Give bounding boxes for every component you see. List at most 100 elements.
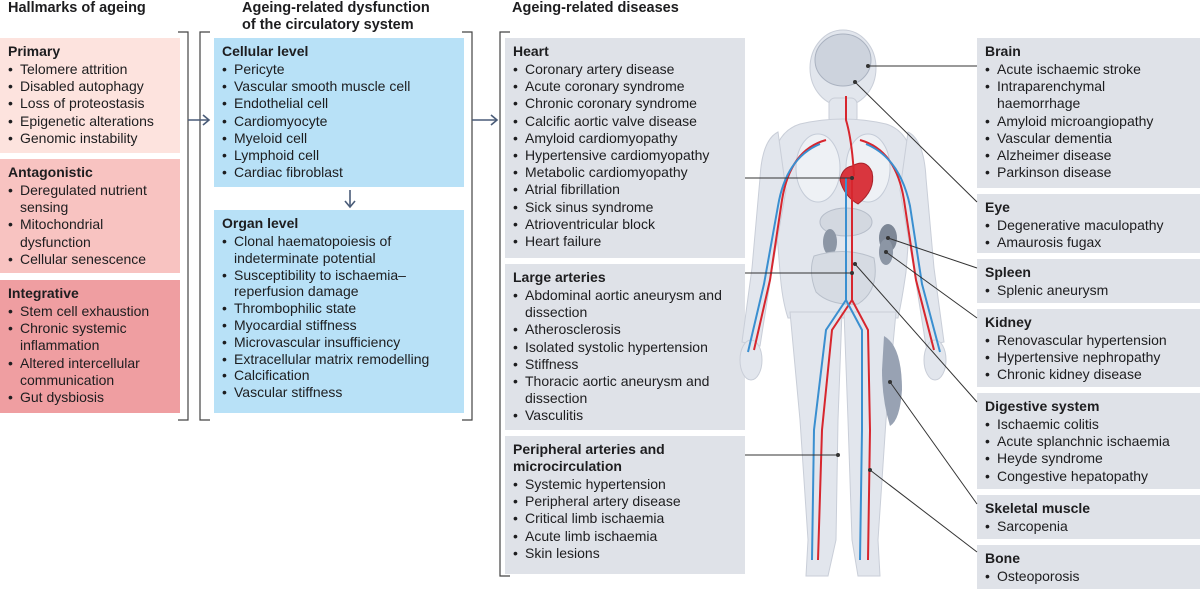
dot-kidney	[884, 250, 888, 254]
leader-bone	[869, 469, 978, 553]
title-dysfunction: Ageing-related dysfunction of the circul…	[242, 0, 430, 34]
diseases-bracket	[499, 31, 510, 577]
primary-hallmarks-box: Primary Telomere attritionDisabled autop…	[0, 38, 180, 153]
list-item: Thoracic aortic aneurysm and dissection	[513, 373, 737, 407]
list-item: Endothelial cell	[222, 95, 456, 112]
list-item: Altered intercellular communication	[8, 355, 172, 389]
body-left-arm	[741, 131, 787, 347]
arrow-cellular-to-organ	[344, 190, 356, 209]
list-item: Vasculitis	[513, 407, 737, 424]
organ-level-box: Organ level Clonal haematopoiesis of ind…	[214, 210, 464, 413]
spleen-heading: Spleen	[985, 264, 1031, 280]
arm-vein-right	[865, 143, 941, 353]
list-item: Atherosclerosis	[513, 321, 737, 338]
list-item: Heyde syndrome	[985, 450, 1192, 467]
title-diseases: Ageing-related diseases	[512, 0, 679, 16]
list-item: Congestive hepatopathy	[985, 468, 1192, 485]
list-item: Genomic instability	[8, 130, 172, 147]
cellular-level-box: Cellular level PericyteVascular smooth m…	[214, 38, 464, 187]
peripheral-list: Systemic hypertensionPeripheral artery d…	[513, 476, 737, 562]
bone-list: Osteoporosis	[985, 568, 1192, 585]
list-item: Deregulated nutrient sensing	[8, 182, 172, 216]
list-item: Atrial fibrillation	[513, 181, 737, 198]
list-item: Hypertensive nephropathy	[985, 349, 1192, 366]
dot-digestive	[853, 262, 857, 266]
list-item: Myeloid cell	[222, 130, 456, 147]
primary-heading: Primary	[8, 43, 61, 59]
list-item: Degenerative maculopathy	[985, 217, 1192, 234]
list-item: Vascular smooth muscle cell	[222, 78, 456, 95]
list-item: Microvascular insufficiency	[222, 334, 456, 351]
list-item: Skin lesions	[513, 545, 737, 562]
list-item: Cardiac fibroblast	[222, 164, 456, 181]
leader-spleen	[887, 237, 978, 269]
list-item: Epigenetic alterations	[8, 113, 172, 130]
dysfunction-bracket-left	[199, 31, 210, 421]
body-left-hand	[739, 339, 763, 381]
leader-kidney	[885, 251, 978, 319]
dysfunction-bracket-right	[462, 31, 473, 421]
list-item: Atrioventricular block	[513, 216, 737, 233]
list-item: Cardiomyocyte	[222, 113, 456, 130]
cellular-list: PericyteVascular smooth muscle cellEndot…	[222, 61, 456, 182]
list-item: Systemic hypertension	[513, 476, 737, 493]
spleen-box: Spleen Splenic aneurysm	[977, 259, 1200, 303]
dot-heart	[850, 176, 854, 180]
integrative-hallmarks-box: Integrative Stem cell exhaustionChronic …	[0, 280, 180, 413]
integrative-list: Stem cell exhaustionChronic systemic inf…	[8, 303, 172, 406]
aorta	[817, 96, 872, 561]
organ-list: Clonal haematopoiesis of indeterminate p…	[222, 233, 456, 401]
list-item: Stiffness	[513, 356, 737, 373]
list-item: Sick sinus syndrome	[513, 199, 737, 216]
list-item: Isolated systolic hypertension	[513, 339, 737, 356]
heart-shape	[839, 162, 874, 205]
arm-vein-left	[747, 143, 821, 353]
arrow-hallmarks-to-dysfunction	[188, 114, 211, 126]
list-item: Cellular senescence	[8, 251, 172, 268]
organs-figure	[795, 33, 902, 426]
list-item: Amyloid microangiopathy	[985, 113, 1155, 130]
cellular-heading: Cellular level	[222, 43, 309, 59]
skeletal-heading: Skeletal muscle	[985, 500, 1091, 516]
body-right-arm	[899, 131, 945, 347]
brain-list: Acute ischaemic strokeIntraparenchymal h…	[985, 61, 1155, 182]
list-item: Sarcopenia	[985, 518, 1192, 535]
peripheral-box: Peripheral arteries and microcirculation…	[505, 436, 745, 574]
large-arteries-box: Large arteries Abdominal aortic aneurysm…	[505, 264, 745, 430]
list-item: Coronary artery disease	[513, 61, 737, 78]
list-item: Intraparenchymal haemorrhage	[985, 78, 1155, 112]
leader-lines	[745, 65, 978, 553]
digestive-heading: Digestive system	[985, 398, 1100, 414]
list-item: Amaurosis fugax	[985, 234, 1192, 251]
list-item: Hypertensive cardiomyopathy	[513, 147, 737, 164]
dot-skeletal	[888, 380, 892, 384]
heart-heading: Heart	[513, 43, 549, 59]
eye-heading: Eye	[985, 199, 1010, 215]
hallmarks-bracket	[178, 31, 189, 421]
list-item: Amyloid cardiomyopathy	[513, 130, 737, 147]
organ-heading: Organ level	[222, 215, 299, 231]
list-item: Vascular stiffness	[222, 384, 456, 401]
list-item: Telomere attrition	[8, 61, 172, 78]
title-hallmarks: Hallmarks of ageing	[8, 0, 146, 16]
digestive-box: Digestive system Ischaemic colitisAcute …	[977, 393, 1200, 489]
list-item: Acute splanchnic ischaemia	[985, 433, 1192, 450]
list-item: Chronic systemic inflammation	[8, 320, 172, 354]
list-item: Thrombophilic state	[222, 300, 456, 317]
intestine-shape	[810, 251, 876, 305]
list-item: Gut dysbiosis	[8, 389, 172, 406]
list-item: Metabolic cardiomyopathy	[513, 164, 737, 181]
list-item: Heart failure	[513, 233, 737, 250]
kidney-heading: Kidney	[985, 314, 1032, 330]
heart-list: Coronary artery diseaseAcute coronary sy…	[513, 61, 737, 250]
vena-cava	[811, 178, 863, 561]
dot-spleen	[886, 236, 890, 240]
list-item: Mitochondrial dysfunction	[8, 216, 172, 250]
leader-digestive	[854, 263, 978, 403]
antagonistic-hallmarks-box: Antagonistic Deregulated nutrient sensin…	[0, 159, 180, 273]
leader-dots	[836, 64, 892, 472]
spleen-list: Splenic aneurysm	[985, 282, 1192, 299]
dot-bone	[868, 468, 872, 472]
list-item: Vascular dementia	[985, 130, 1155, 147]
